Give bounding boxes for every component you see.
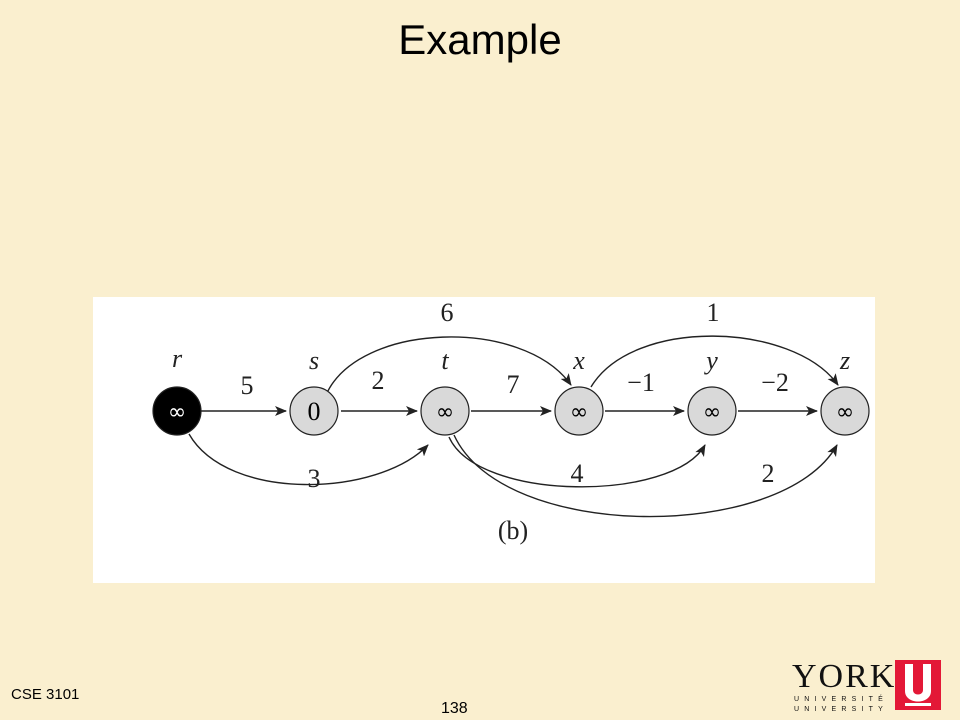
node-x-label: x <box>572 346 585 375</box>
node-r-circle <box>152 386 202 436</box>
slide-title: Example <box>398 16 562 63</box>
weight-r-s: 5 <box>241 371 254 400</box>
weight-x-z: 1 <box>707 298 720 327</box>
weight-y-z: −2 <box>761 368 789 397</box>
node-r-value: ∞ <box>168 400 186 425</box>
node-s: 0 s <box>289 346 339 436</box>
node-x: ∞ x <box>554 346 604 436</box>
graph-figure: 5 3 2 6 7 4 2 −1 1 −2 ∞ r 0 s ∞ t ∞ x <box>93 297 875 583</box>
graph-diagram: 5 3 2 6 7 4 2 −1 1 −2 ∞ r 0 s ∞ t ∞ x <box>152 298 870 545</box>
edge-r-t <box>188 433 429 486</box>
node-t: ∞ t <box>420 346 470 436</box>
weight-t-y: 4 <box>571 459 584 488</box>
node-x-circle <box>554 386 604 436</box>
node-y-circle <box>687 386 737 436</box>
node-x-value: ∞ <box>570 400 588 425</box>
logo-wordmark: YORK <box>792 658 897 695</box>
node-s-label: s <box>309 346 319 375</box>
node-y-value: ∞ <box>703 400 721 425</box>
node-t-value: ∞ <box>436 400 454 425</box>
node-z: ∞ z <box>820 346 870 436</box>
logo-line-french: UNIVERSITÉ <box>794 696 889 703</box>
logo-line-english: UNIVERSITY <box>794 706 889 713</box>
york-u-icon <box>895 660 941 710</box>
node-y: ∞ y <box>687 346 737 436</box>
weight-r-t: 3 <box>308 464 321 493</box>
weight-s-t: 2 <box>372 366 385 395</box>
node-t-circle <box>420 386 470 436</box>
edge-t-z <box>453 434 838 518</box>
node-z-circle <box>820 386 870 436</box>
node-z-label: z <box>839 346 850 375</box>
node-t-label: t <box>441 346 449 375</box>
course-label: CSE 3101 <box>11 686 80 703</box>
node-r-label: r <box>172 344 183 373</box>
weight-t-z: 2 <box>762 459 775 488</box>
edge-s-x <box>325 336 572 396</box>
node-s-value: 0 <box>308 397 321 426</box>
york-university-logo: YORK UNIVERSITÉ UNIVERSITY <box>792 660 942 716</box>
weight-x-y: −1 <box>627 368 655 397</box>
edge-x-z <box>590 335 839 388</box>
weight-t-x: 7 <box>507 370 520 399</box>
edge-t-y <box>448 436 706 488</box>
page-number: 138 <box>441 700 468 717</box>
weight-s-x: 6 <box>441 298 454 327</box>
node-r: ∞ r <box>152 344 202 436</box>
node-y-label: y <box>703 346 718 375</box>
node-z-value: ∞ <box>836 400 854 425</box>
figure-caption: (b) <box>498 516 528 545</box>
node-s-circle <box>289 386 339 436</box>
